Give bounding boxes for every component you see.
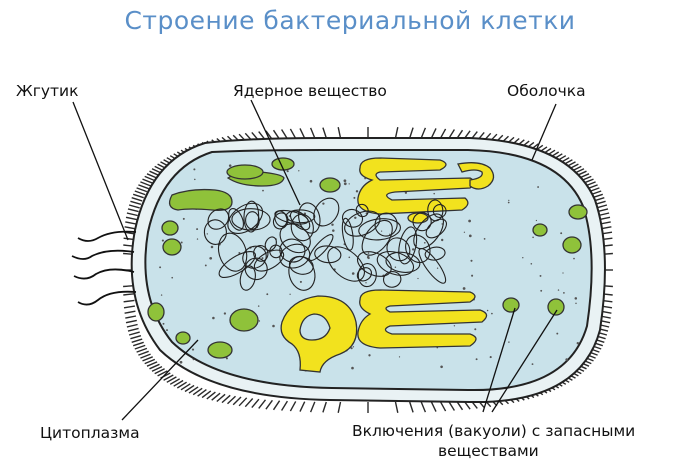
- cytoplasm-label: Цитоплазма: [40, 424, 140, 442]
- inclusions-label-line1: Включения (вакуоли) с запасными: [352, 422, 636, 440]
- flagellum-label: Жгутик: [16, 82, 79, 100]
- yellow-inclusions: [280, 157, 495, 373]
- nucleoid-tangle: [203, 197, 447, 291]
- leader-lines: [72, 99, 558, 421]
- nucleoid-label: Ядерное вещество: [233, 82, 387, 100]
- cytoplasm-area: [144, 149, 593, 392]
- diagram-title: Строение бактериальной клетки: [124, 6, 576, 35]
- flagella: [71, 230, 137, 306]
- green-inclusions: [147, 157, 588, 359]
- envelope-label: Оболочка: [507, 82, 586, 100]
- inclusions-label-line2: веществами: [438, 442, 539, 460]
